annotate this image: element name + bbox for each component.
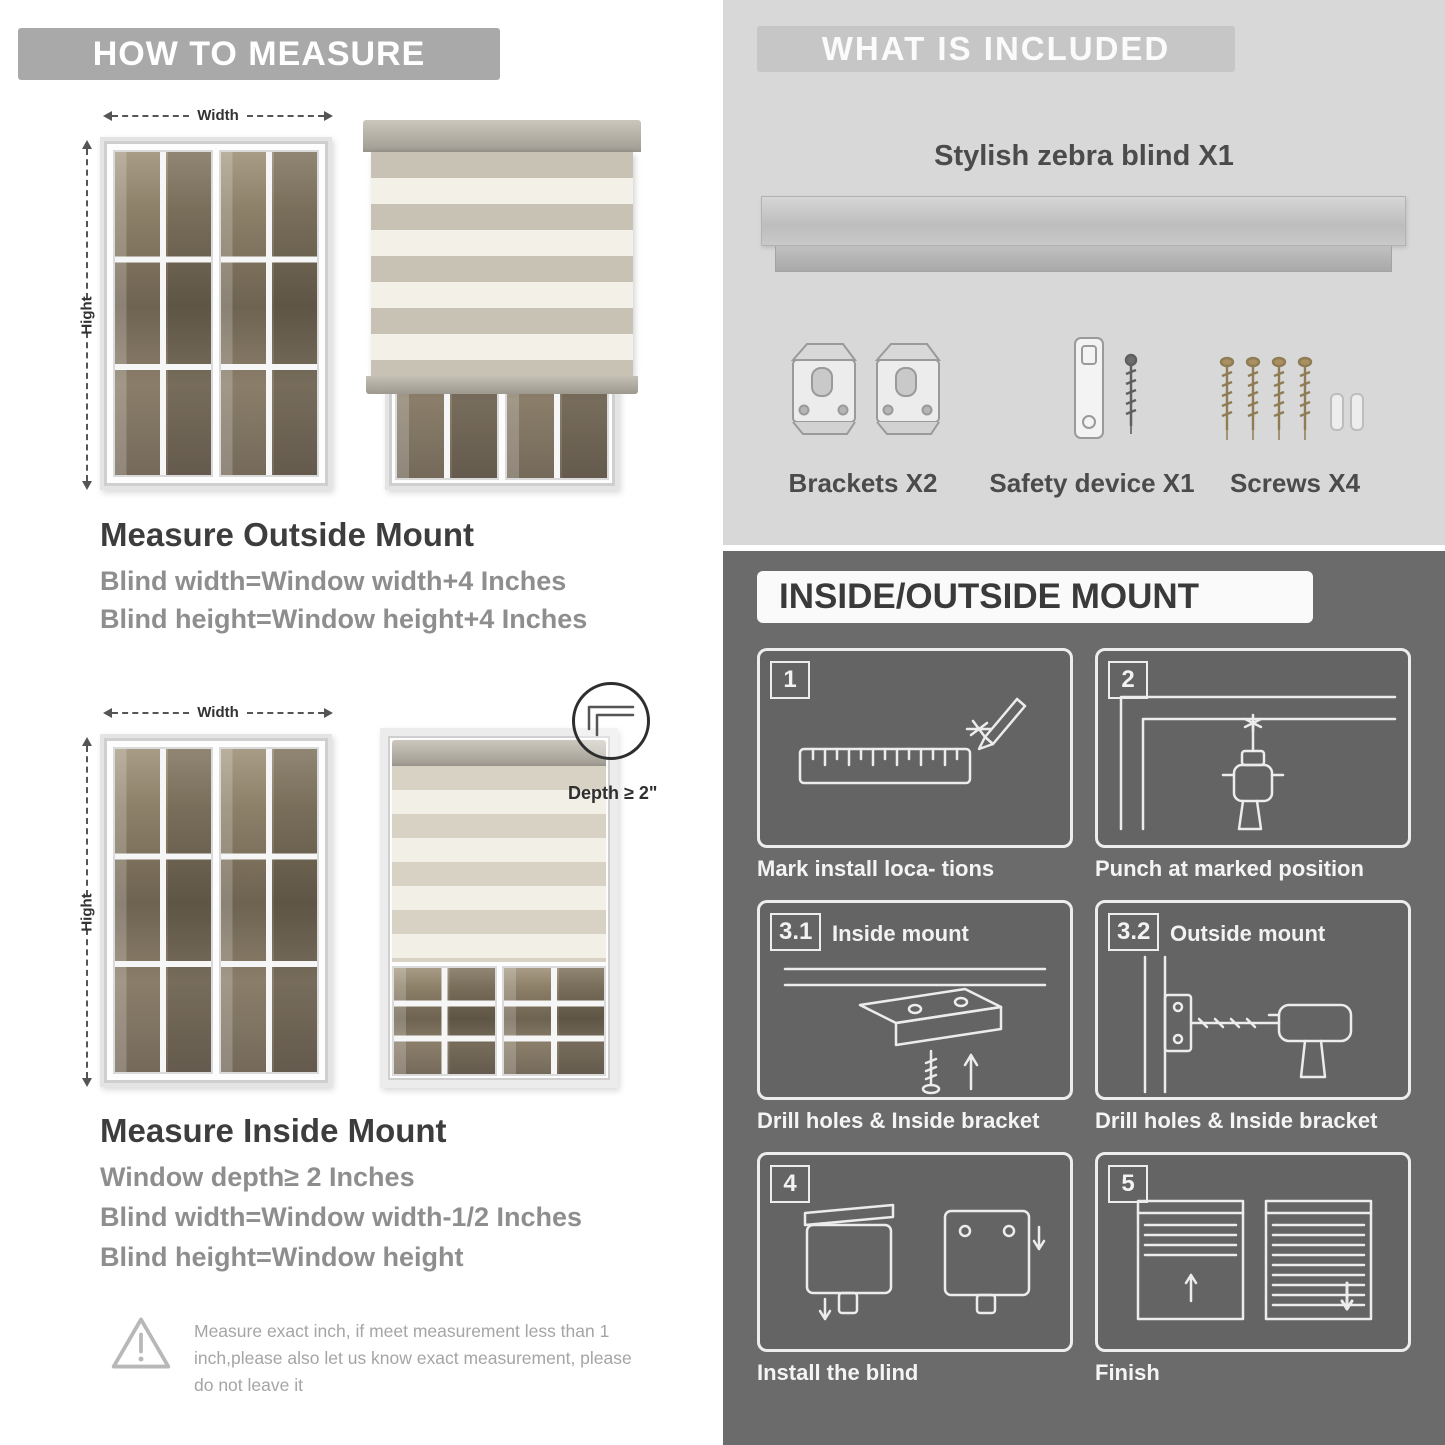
step-1-panel: 1	[757, 648, 1073, 848]
inside-depth-rule: Window depth≥ 2 Inches	[100, 1162, 415, 1192]
step-3-2-caption: Drill holes & Inside bracket	[1095, 1108, 1378, 1133]
step-4-panel: 4	[757, 1152, 1073, 1352]
step5-finish-illustration	[1136, 1199, 1373, 1321]
window-sash	[219, 150, 319, 477]
step3-1-bracket-illustration	[783, 967, 1047, 1095]
safety-device-icon	[1074, 337, 1138, 439]
step3-2-bracket-illustration	[1143, 955, 1353, 1094]
inside-outside-mount-banner: INSIDE/OUTSIDE MOUNT	[757, 571, 1313, 623]
step-number-badge: 1	[770, 661, 810, 699]
step-3-1-panel: 3.1 Inside mount	[757, 900, 1073, 1100]
inside-height-formula: Blind height=Window height	[100, 1242, 464, 1272]
height-arrow: Hight	[68, 140, 106, 490]
blind-headrail-illustration	[761, 196, 1406, 272]
screws-label: Screws X4	[1229, 468, 1361, 498]
outside-mount-title: Outside mount	[1170, 921, 1326, 946]
width-arrow: Width	[103, 704, 334, 721]
screws-icon	[1219, 356, 1364, 440]
width-label: Width	[197, 704, 239, 721]
inside-mount-heading: Measure Inside Mount	[100, 1112, 447, 1149]
step-number-badge: 5	[1108, 1165, 1148, 1203]
step-1-caption: Mark install loca- tions	[757, 856, 995, 881]
headrail-valance	[775, 246, 1392, 272]
step-2-panel: 2	[1095, 648, 1411, 848]
blind-zebra-stripes	[392, 766, 606, 962]
inside-mount-title: Inside mount	[832, 921, 969, 946]
mount-instructions-section: INSIDE/OUTSIDE MOUNT 1 Mark install loca…	[723, 551, 1445, 1445]
step-3-1-caption: Drill holes & Inside bracket	[757, 1108, 1040, 1133]
blind-cassette	[363, 120, 641, 152]
brackets-label: Brackets X2	[788, 468, 938, 498]
warning-text: Measure exact inch, if meet measurement …	[194, 1321, 632, 1396]
outside-mount-heading: Measure Outside Mount	[100, 516, 475, 553]
product-label: Stylish zebra blind X1	[934, 140, 1234, 172]
step-3-2-panel: 3.2 Outside mount	[1095, 900, 1411, 1100]
depth-label: Depth ≥ 2"	[568, 783, 658, 803]
height-arrow: Hight	[68, 737, 106, 1087]
window-outside-illustration	[100, 137, 332, 490]
height-label: Hight	[78, 295, 96, 335]
step-number-badge: 3.2	[1108, 913, 1160, 951]
window-inside-illustration	[100, 734, 332, 1087]
step4-install-illustration	[803, 1203, 1046, 1321]
what-is-included-banner: WHAT IS INCLUDED	[757, 26, 1235, 72]
inside-mount-blind-illustration	[380, 728, 618, 1088]
window-sash	[501, 966, 606, 1076]
headrail-top-bar	[761, 196, 1406, 246]
window-sash	[113, 150, 213, 477]
blind-cassette	[392, 740, 606, 766]
step-number-badge: 4	[770, 1165, 810, 1203]
brackets-icon	[790, 343, 941, 435]
inside-width-formula: Blind width=Window width-1/2 Inches	[100, 1202, 583, 1232]
step-4-caption: Install the blind	[757, 1360, 919, 1385]
width-label: Width	[197, 107, 239, 124]
window-sash	[113, 747, 213, 1074]
blind-bottom-rail	[366, 376, 638, 394]
blind-zebra-stripes	[371, 152, 633, 376]
outside-width-formula: Blind width=Window width+4 Inches	[100, 566, 567, 596]
window-sash	[219, 747, 319, 1074]
window-behind-blind	[392, 962, 606, 1076]
step1-mark-illustration	[798, 697, 1027, 785]
width-arrow: Width	[103, 107, 334, 124]
outside-height-formula: Blind height=Window height+4 Inches	[100, 604, 588, 634]
measure-warning: Measure exact inch, if meet measurement …	[108, 1312, 648, 1399]
how-to-measure-banner: HOW TO MEASURE	[18, 28, 500, 80]
step-5-caption: Finish	[1095, 1360, 1160, 1385]
safety-device-label: Safety device X1	[989, 468, 1195, 498]
step-2-caption: Punch at marked position	[1095, 856, 1364, 881]
height-label: Hight	[78, 892, 96, 932]
window-sash	[392, 966, 497, 1076]
depth-detail-circle	[572, 682, 650, 760]
outside-mount-blind-illustration	[363, 120, 641, 492]
what-is-included-section: WHAT IS INCLUDED Stylish zebra blind X1	[723, 0, 1445, 545]
warning-triangle-icon	[111, 1317, 171, 1369]
step-5-panel: 5	[1095, 1152, 1411, 1352]
step-number-badge: 3.1	[770, 913, 822, 951]
step2-drill-illustration	[1119, 695, 1397, 831]
